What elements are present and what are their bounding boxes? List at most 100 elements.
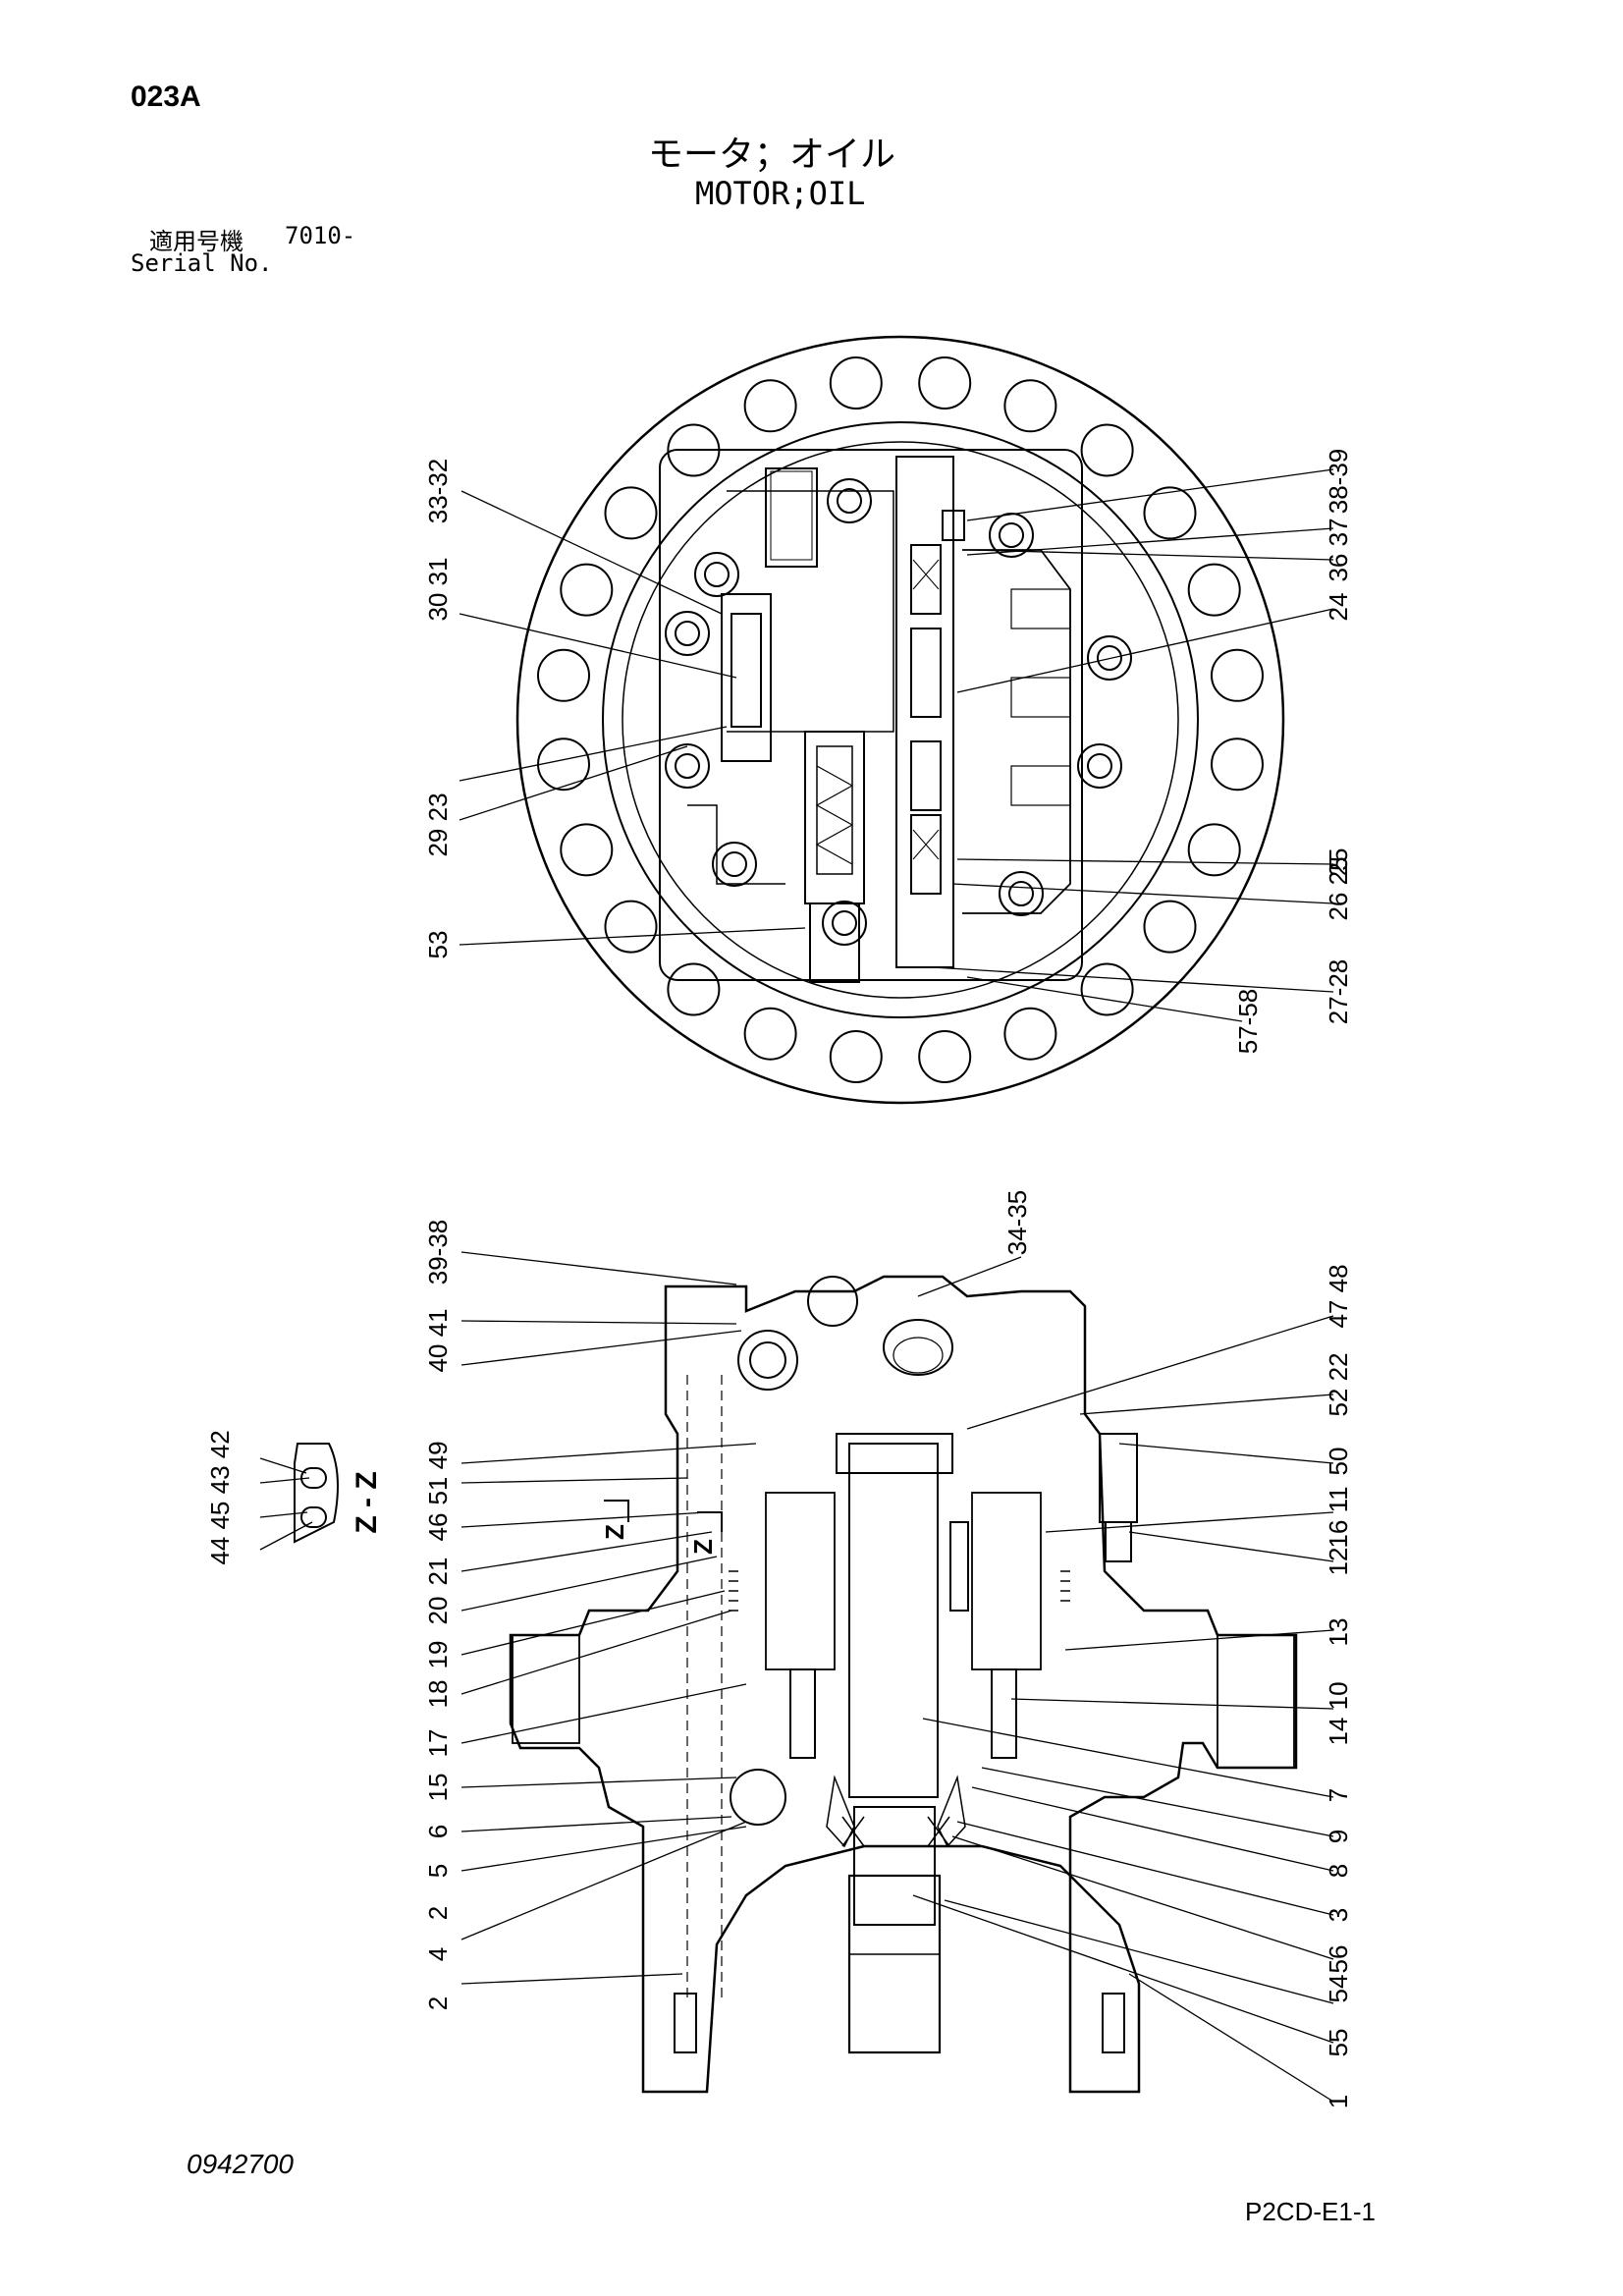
inner-bolt-head	[827, 478, 872, 523]
serial-label-english: Serial No.	[131, 249, 273, 277]
bolt-hole	[829, 356, 883, 410]
callout-52-22: 52 22	[1324, 1352, 1353, 1416]
inner-bolt-head	[712, 842, 757, 887]
callout-5: 5	[423, 1864, 453, 1878]
callout-34-35: 34-35	[1002, 1190, 1032, 1256]
page-title-english: MOTOR;OIL	[695, 175, 866, 212]
leader-lines	[259, 468, 1334, 2103]
bolt-hole	[604, 900, 658, 954]
callout-12: 12	[1324, 1548, 1353, 1576]
inner-bolt-head	[989, 513, 1034, 558]
inner-bolt-socket	[999, 522, 1024, 548]
callout-55: 55	[1324, 2029, 1353, 2057]
callout-13: 13	[1324, 1618, 1353, 1647]
bolt-hole	[1003, 379, 1057, 433]
bolt-hole	[1211, 738, 1264, 792]
inner-bolt-socket	[704, 562, 730, 587]
callout-51-49: 51 49	[423, 1441, 453, 1504]
page-title-japanese: モータ；オイル	[648, 135, 896, 175]
callout-7: 7	[1324, 1788, 1353, 1802]
callout-57-58: 57-58	[1233, 989, 1263, 1055]
callout-36-37: 36 37	[1324, 518, 1353, 581]
bolt-hole	[1080, 423, 1134, 477]
bolt-hole-ring	[537, 356, 1264, 1083]
bolt-hole	[560, 563, 614, 617]
callout-20: 20	[423, 1597, 453, 1625]
inner-bolt-head	[1087, 635, 1132, 681]
inner-bolt-head	[1077, 743, 1122, 789]
callout-6: 6	[423, 1825, 453, 1838]
callout-44-45-43-42: 44 45 43 42	[205, 1430, 235, 1564]
callout-19: 19	[423, 1641, 453, 1669]
callout-53: 53	[423, 931, 453, 959]
inner-bolt-head	[665, 611, 710, 656]
bolt-hole	[1003, 1007, 1057, 1061]
bolt-hole	[918, 356, 972, 410]
bolt-hole	[1143, 900, 1197, 954]
callout-26-25: 26 25	[1324, 856, 1353, 920]
inner-bolt-head	[665, 743, 710, 789]
section-mark-z-left: Z	[600, 1524, 629, 1540]
callout-46: 46	[423, 1513, 453, 1542]
top-view-drawing	[515, 335, 1285, 1105]
callout-17: 17	[423, 1729, 453, 1758]
inner-bolt-socket	[675, 753, 700, 779]
callout-2-upper: 2	[423, 1906, 453, 1920]
inner-bolt-head	[694, 552, 739, 597]
drawing-number: 0942700	[187, 2149, 295, 2179]
callout-9: 9	[1324, 1830, 1353, 1843]
inner-bolt-socket	[722, 851, 747, 877]
callout-labels: 33-32 30 31 29 23 53 38-39 36 37 24 25 2…	[205, 449, 1353, 2108]
inner-bolt-socket	[1008, 881, 1034, 906]
bolt-hole	[667, 962, 721, 1016]
bolt-hole	[537, 738, 590, 792]
callout-25: 25	[1324, 848, 1353, 877]
inner-bolts	[665, 478, 1132, 946]
bolt-hole	[560, 823, 614, 877]
callout-21: 21	[423, 1558, 453, 1586]
callout-1: 1	[1324, 2095, 1353, 2108]
section-view-drawing	[294, 1275, 1298, 2094]
callout-30-31: 30 31	[423, 557, 453, 621]
callout-39-38: 39-38	[423, 1220, 453, 1285]
bolt-hole	[829, 1030, 883, 1083]
bolt-hole	[1187, 823, 1241, 877]
bolt-hole	[537, 648, 590, 702]
serial-label-japanese: 適用号機	[149, 228, 243, 255]
callout-8: 8	[1324, 1864, 1353, 1878]
section-mark-z-right: Z	[688, 1539, 718, 1555]
bolt-hole	[1143, 486, 1197, 540]
detail-label-z-z: Z - Z	[351, 1471, 383, 1533]
sheet-code: P2CD-E1-1	[1245, 2197, 1376, 2226]
callout-15: 15	[423, 1774, 453, 1802]
serial-value: 7010-	[285, 222, 356, 249]
callout-18: 18	[423, 1680, 453, 1709]
callout-14-10: 14 10	[1324, 1681, 1353, 1745]
bolt-hole	[1080, 962, 1134, 1016]
callout-2-lower: 2	[423, 1996, 453, 2010]
callout-54: 54	[1324, 1975, 1353, 2003]
callout-40-41: 40 41	[423, 1308, 453, 1372]
inner-bolt-socket	[832, 910, 857, 936]
page-id: 023A	[131, 81, 201, 113]
bolt-hole	[743, 379, 797, 433]
bolt-hole	[918, 1030, 972, 1083]
callout-29-23: 29 23	[423, 793, 453, 856]
bolt-hole	[1211, 648, 1264, 702]
bolt-hole	[1187, 563, 1241, 617]
callout-16-11: 16 11	[1324, 1486, 1353, 1548]
callout-27-28: 27-28	[1324, 959, 1353, 1025]
inner-bolt-socket	[1097, 645, 1122, 671]
callout-3: 3	[1324, 1908, 1353, 1922]
callout-38-39: 38-39	[1324, 449, 1353, 515]
bolt-hole	[604, 486, 658, 540]
callout-56: 56	[1324, 1945, 1353, 1974]
callout-4: 4	[423, 1947, 453, 1961]
callout-50: 50	[1324, 1448, 1353, 1476]
callout-33-32: 33-32	[423, 459, 453, 524]
inner-bolt-socket	[1087, 753, 1112, 779]
inner-bolt-socket	[837, 488, 862, 514]
inner-bolt-head	[999, 871, 1044, 916]
bolt-hole	[743, 1007, 797, 1061]
